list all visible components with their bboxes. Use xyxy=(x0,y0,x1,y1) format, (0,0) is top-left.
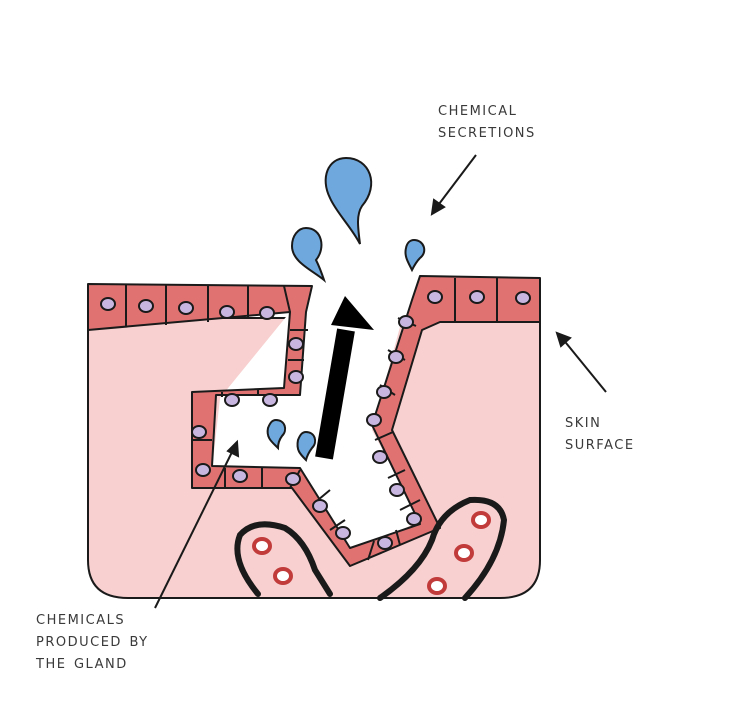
gland-lumen xyxy=(212,285,420,560)
secretion-direction-arrow xyxy=(315,296,374,460)
blood-cells xyxy=(252,511,491,595)
blood-vessels xyxy=(234,496,508,601)
label-chemical-secretions: Chemical secretions xyxy=(438,98,536,142)
label-line: Chemical xyxy=(438,98,518,120)
secretion-droplets xyxy=(266,156,426,462)
label-line: the gland xyxy=(36,651,128,673)
cell-nuclei xyxy=(100,290,531,550)
label-line: Skin xyxy=(565,410,602,432)
label-line: Chemicals xyxy=(36,607,126,629)
label-chemicals-produced: Chemicals produced by the gland xyxy=(36,607,149,673)
label-line: secretions xyxy=(438,120,536,142)
label-line: surface xyxy=(565,432,635,454)
label-arrows xyxy=(154,154,607,609)
label-skin-surface: Skin surface xyxy=(565,410,635,454)
label-line: produced by xyxy=(36,629,149,651)
